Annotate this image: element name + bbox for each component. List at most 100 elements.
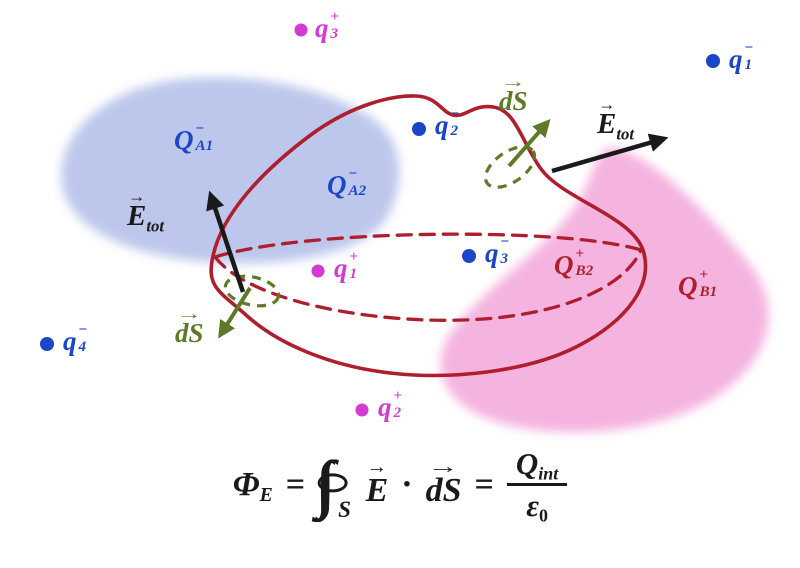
q4-minus-base: q (63, 325, 77, 356)
label-QA2-scripts: −A2 (348, 166, 367, 200)
ds-vec: →dS (425, 455, 462, 509)
q3-plus-sign: + (330, 9, 340, 26)
q1-plus-sign: + (349, 249, 359, 266)
label-ds-bottom: →dS (175, 305, 204, 348)
dot-product-symbol: · (401, 465, 413, 503)
label-QA2-base: Q (327, 169, 347, 200)
label-QB2-base: Q (554, 249, 574, 280)
label-QB2-scripts: +B2 (575, 246, 594, 280)
q3-minus-scripts: −3 (500, 234, 510, 268)
q2-minus-index: 2 (450, 123, 459, 140)
q4-minus-index: 4 (78, 339, 87, 356)
label-QB2-sub: B2 (575, 263, 594, 280)
label-charge-q1-minus: q −1 (729, 40, 754, 76)
q1-plus-base: q (334, 252, 348, 283)
label-charge-q4-minus: q −4 (63, 322, 87, 358)
label-region-QB1: Q +B1 (678, 267, 718, 303)
epsilon-base: ε (526, 488, 539, 523)
ds-bottom-vec: →dS (175, 305, 204, 348)
label-charge-q2-plus: q +2 (378, 388, 403, 424)
label-QA1-sub: A1 (195, 138, 214, 155)
label-charge-q3-minus: q −3 (485, 234, 510, 270)
ds-arrow-top (507, 119, 551, 168)
ds-patch-top (483, 145, 537, 189)
label-region-QB2: Q +B2 (554, 246, 594, 282)
charge-dot-q3-plus (294, 23, 308, 37)
q2-minus-base: q (435, 109, 449, 140)
gaussian-surface-equator-top-arc (213, 232, 643, 259)
ds-top-base: dS (499, 85, 528, 116)
q2-minus-sign: − (450, 106, 460, 123)
label-QA2-sub: A2 (348, 183, 367, 200)
epsilon-subscript: 0 (538, 505, 548, 526)
charge-dot-q3-minus (462, 249, 476, 263)
ds-arrow-bottom (218, 286, 252, 339)
e-vec: →E (365, 456, 389, 509)
label-QB1-base: Q (678, 270, 698, 301)
phi-symbol: Φ (232, 465, 260, 503)
region-A-blob (61, 77, 400, 264)
vector-arrow-icon: → (176, 305, 202, 323)
q2-plus-index: 2 (393, 405, 402, 422)
label-charge-q3-plus: q +3 (315, 9, 340, 45)
region-B-blob (440, 147, 769, 433)
etot-right-vec: →E (597, 94, 617, 141)
vector-arrow-icon: → (427, 455, 460, 478)
label-charge-q1-plus: q +1 (334, 249, 359, 285)
q1-minus-base: q (729, 43, 743, 74)
closed-surface-integral: ∫∫ S (317, 452, 352, 520)
charge-dot-q2-plus (355, 403, 369, 417)
gaussian-surface-equator-bottom-arc (213, 248, 643, 322)
label-QA2-sign: − (348, 166, 358, 183)
q1-minus-sign: − (744, 40, 754, 57)
label-QB1-scripts: +B1 (699, 267, 718, 301)
q3-plus-base: q (315, 12, 329, 43)
q2-plus-base: q (378, 391, 392, 422)
vector-arrow-icon: → (597, 94, 616, 114)
q3-minus-index: 3 (500, 251, 509, 268)
vector-arrow-icon: → (500, 73, 526, 91)
etot-right-sub: tot (616, 124, 635, 144)
etot-left-sub: tot (146, 216, 165, 236)
ds-top-vec: →dS (499, 73, 528, 116)
label-QA1-sign: − (195, 121, 205, 138)
q-int-subscript: int (538, 463, 559, 484)
q1-plus-index: 1 (349, 266, 358, 283)
q3-plus-scripts: +3 (330, 9, 340, 43)
label-etot-left: →E tot (127, 188, 164, 235)
q3-minus-base: q (485, 237, 499, 268)
label-QA1-scripts: −A1 (195, 121, 214, 155)
etot-left-base: E (127, 200, 147, 233)
charge-dot-q1-minus (706, 54, 720, 68)
q2-plus-scripts: +2 (393, 388, 403, 422)
etot-left-vec: →E (127, 188, 147, 233)
label-region-QA1: Q −A1 (174, 121, 214, 157)
label-etot-right: →E tot (597, 94, 634, 143)
q3-minus-sign: − (500, 234, 510, 251)
q3-plus-index: 3 (330, 26, 339, 43)
surface-integral-circle-icon (317, 473, 348, 493)
label-region-QA2: Q −A2 (327, 166, 367, 202)
etot-right-base: E (597, 108, 617, 141)
charge-dot-q1-plus (311, 264, 325, 278)
label-QB1-sign: + (699, 267, 709, 284)
ds-base: dS (425, 471, 462, 509)
etot-arrow-left (206, 190, 246, 293)
label-QB2-sign: + (575, 246, 585, 263)
q-int-base: Q (515, 446, 539, 481)
e-field-vector-term: →E (365, 456, 389, 509)
ds-bottom-base: dS (175, 317, 204, 348)
charge-dot-q2-minus (412, 122, 426, 136)
etot-arrow-right (551, 133, 669, 174)
e-base: E (365, 471, 389, 509)
ds-patch-bottom (223, 274, 281, 308)
label-ds-top: →dS (499, 73, 528, 116)
equals-sign-2: = (474, 465, 494, 503)
q1-minus-scripts: −1 (744, 40, 754, 74)
gaussian-surface-outline (209, 94, 648, 378)
